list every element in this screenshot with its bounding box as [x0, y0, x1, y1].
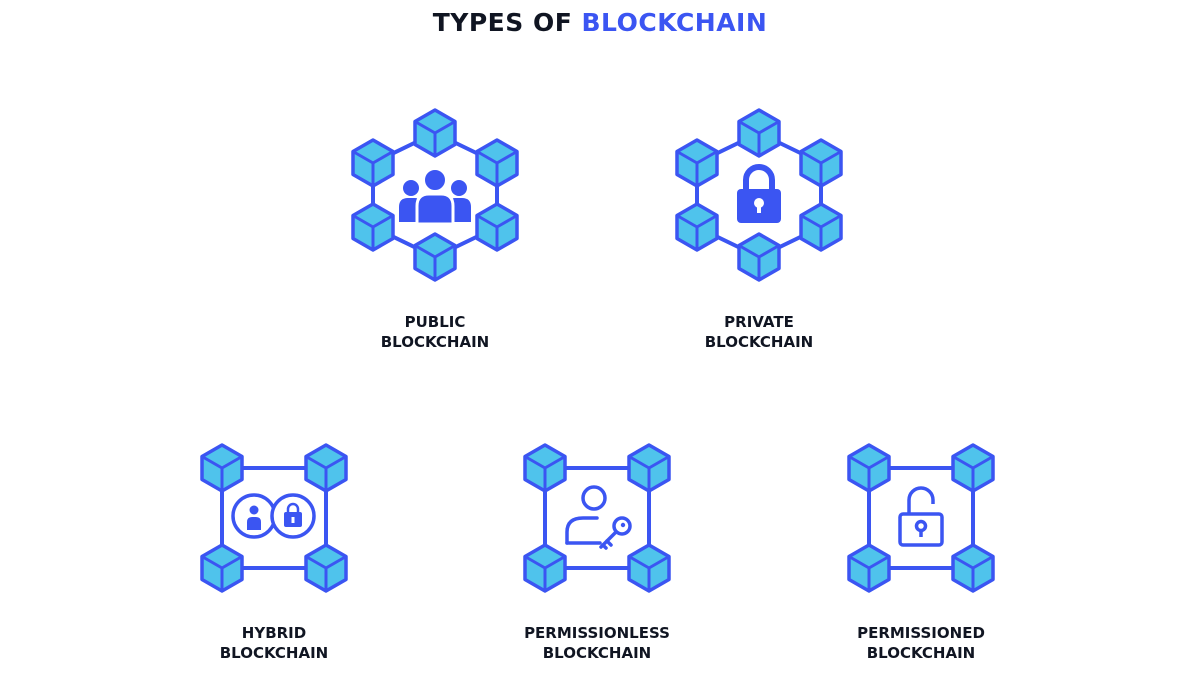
public-blockchain-network-icon — [351, 108, 519, 282]
block-cube-icon — [847, 443, 891, 493]
block-cube-icon — [627, 443, 671, 493]
page-title: TYPES OF BLOCKCHAIN — [0, 8, 1200, 37]
user-and-lock-icon — [231, 493, 316, 539]
block-cube-icon — [523, 443, 567, 493]
label-line-1: HYBRID — [241, 624, 307, 642]
block-cube-icon — [675, 202, 719, 252]
label-permissionless-blockchain: PERMISSIONLESS BLOCKCHAIN — [467, 623, 727, 663]
block-cube-icon — [475, 202, 519, 252]
block-cube-icon — [951, 543, 995, 593]
private-blockchain-network-icon — [675, 108, 843, 282]
block-cube-icon — [737, 232, 781, 282]
block-cube-icon — [351, 202, 395, 252]
user-key-icon — [565, 485, 632, 550]
block-cube-icon — [523, 543, 567, 593]
block-cube-icon — [951, 443, 995, 493]
permissioned-blockchain-network-icon — [847, 443, 995, 593]
label-public-blockchain: PUBLIC BLOCKCHAIN — [305, 312, 565, 352]
open-lock-icon — [898, 486, 944, 547]
block-cube-icon — [351, 138, 395, 188]
block-cube-icon — [799, 202, 843, 252]
label-line-1: PERMISSIONLESS — [524, 624, 670, 642]
block-cube-icon — [304, 543, 348, 593]
block-cube-icon — [737, 108, 781, 158]
block-cube-icon — [475, 138, 519, 188]
block-cube-icon — [627, 543, 671, 593]
users-icon — [399, 167, 471, 226]
block-cube-icon — [847, 543, 891, 593]
label-line-2: BLOCKCHAIN — [542, 644, 652, 662]
label-private-blockchain: PRIVATE BLOCKCHAIN — [629, 312, 889, 352]
label-line-2: BLOCKCHAIN — [866, 644, 976, 662]
permissionless-blockchain-network-icon — [523, 443, 671, 593]
block-cube-icon — [413, 108, 457, 158]
block-cube-icon — [304, 443, 348, 493]
label-line-2: BLOCKCHAIN — [704, 333, 814, 351]
label-permissioned-blockchain: PERMISSIONED BLOCKCHAIN — [791, 623, 1051, 663]
label-line-1: PRIVATE — [724, 313, 794, 331]
label-hybrid-blockchain: HYBRID BLOCKCHAIN — [144, 623, 404, 663]
title-part-1: TYPES OF — [432, 8, 582, 37]
block-cube-icon — [200, 543, 244, 593]
title-part-2: BLOCKCHAIN — [581, 8, 768, 37]
label-line-1: PUBLIC — [404, 313, 466, 331]
block-cube-icon — [799, 138, 843, 188]
hybrid-blockchain-network-icon — [200, 443, 348, 593]
label-line-2: BLOCKCHAIN — [380, 333, 490, 351]
block-cube-icon — [200, 443, 244, 493]
block-cube-icon — [675, 138, 719, 188]
block-cube-icon — [413, 232, 457, 282]
label-line-2: BLOCKCHAIN — [219, 644, 329, 662]
label-line-1: PERMISSIONED — [857, 624, 985, 642]
lock-icon — [737, 164, 781, 223]
